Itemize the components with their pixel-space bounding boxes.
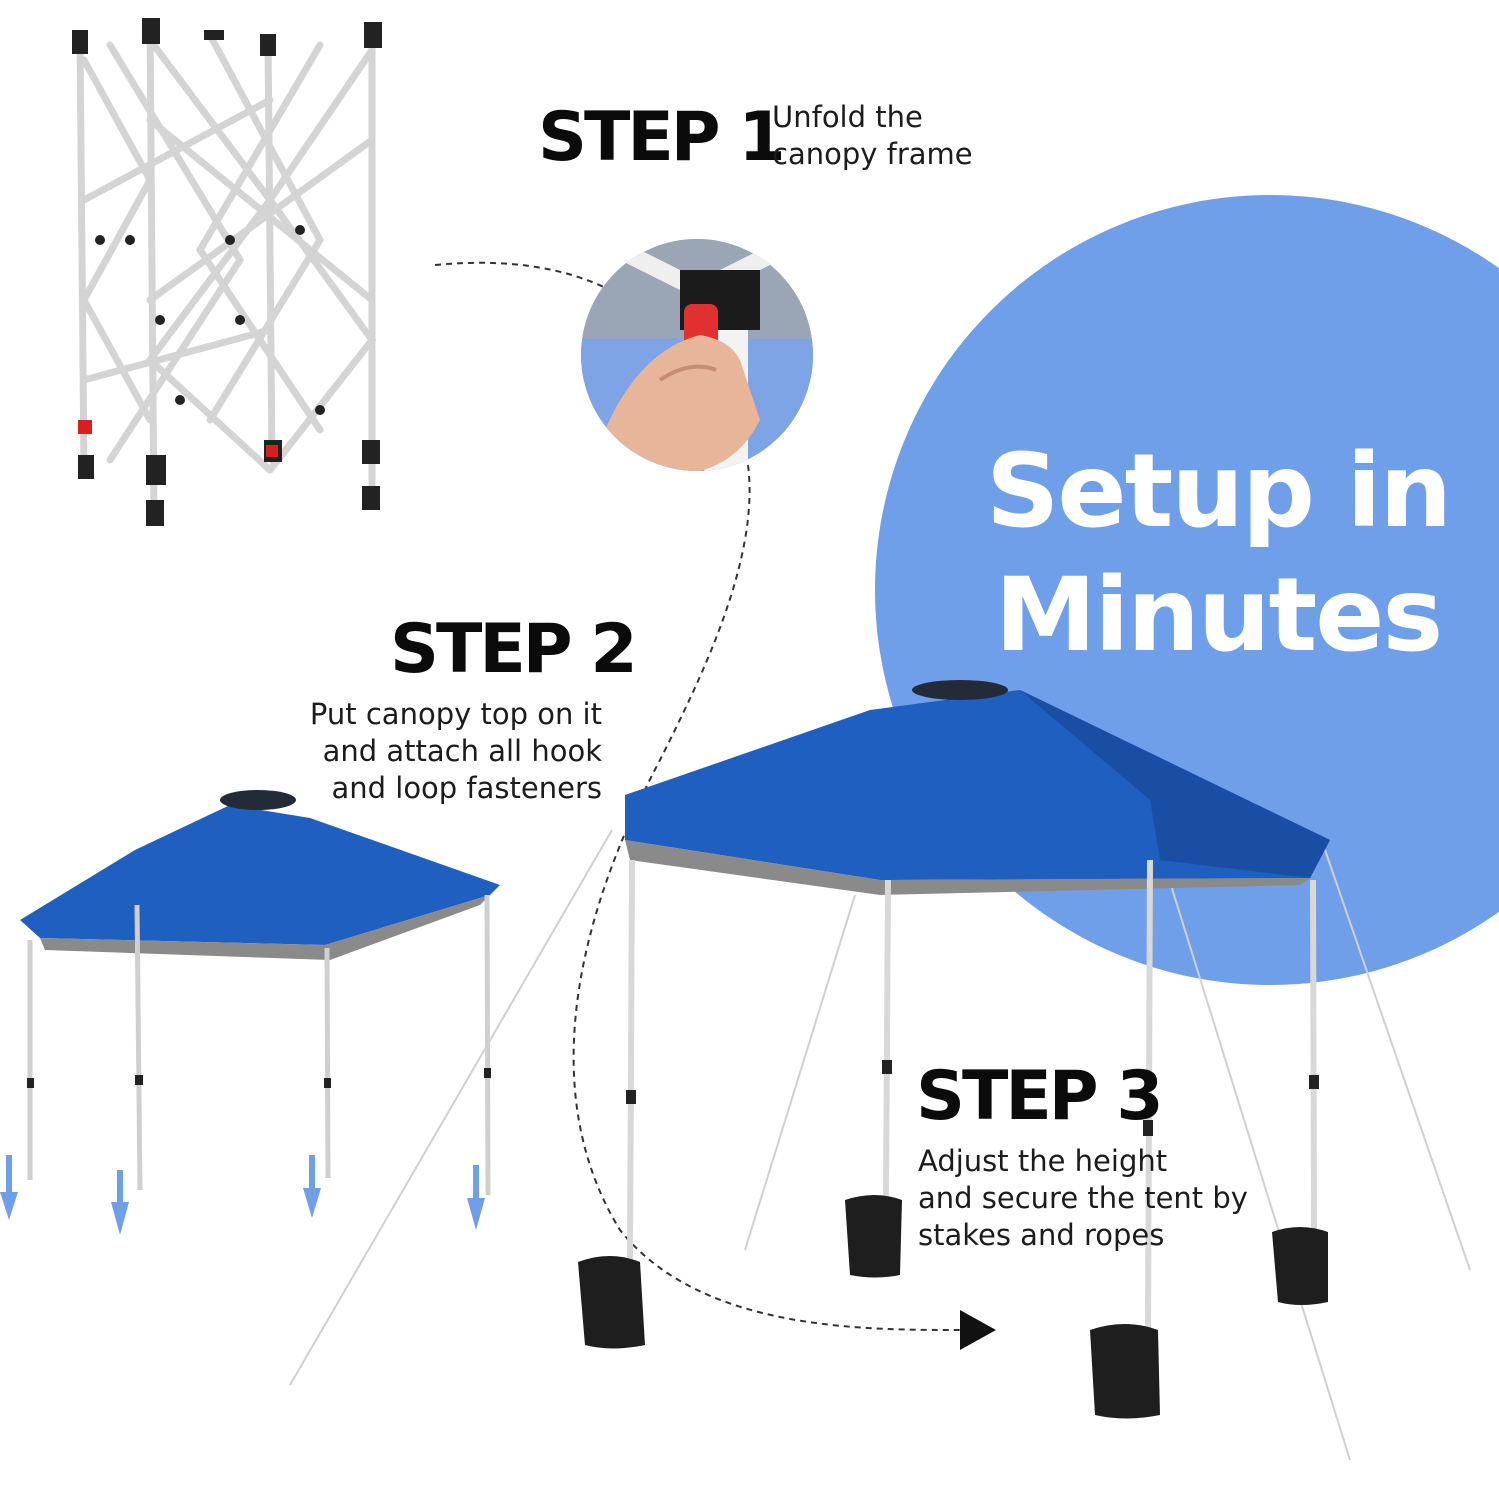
step-2-description: Put canopy top on it and attach all hook… bbox=[309, 697, 602, 805]
dashed-connector-top bbox=[434, 261, 611, 291]
headline-line-2: Minutes bbox=[994, 556, 1443, 675]
step-3-description: Adjust the height and secure the tent by… bbox=[918, 1144, 1248, 1252]
step-1-description: Unfold the canopy frame bbox=[772, 100, 973, 171]
latch-detail-image bbox=[581, 239, 813, 471]
step-1-title: STEP 1 bbox=[538, 98, 786, 177]
arrow-down-icon bbox=[0, 1155, 485, 1235]
headline-line-1: Setup in bbox=[985, 432, 1452, 551]
folded-frame-image bbox=[76, 21, 377, 524]
arrow-right-icon bbox=[960, 1310, 996, 1350]
step-2-title: STEP 2 bbox=[390, 610, 638, 689]
large-canopy-image bbox=[289, 680, 1471, 1461]
dashed-flow-line bbox=[572, 464, 961, 1331]
frame-joints bbox=[72, 18, 382, 526]
small-canopy-image bbox=[20, 790, 500, 1196]
step-3-title: STEP 3 bbox=[916, 1057, 1164, 1136]
headline: Setup in Minutes bbox=[958, 430, 1478, 678]
